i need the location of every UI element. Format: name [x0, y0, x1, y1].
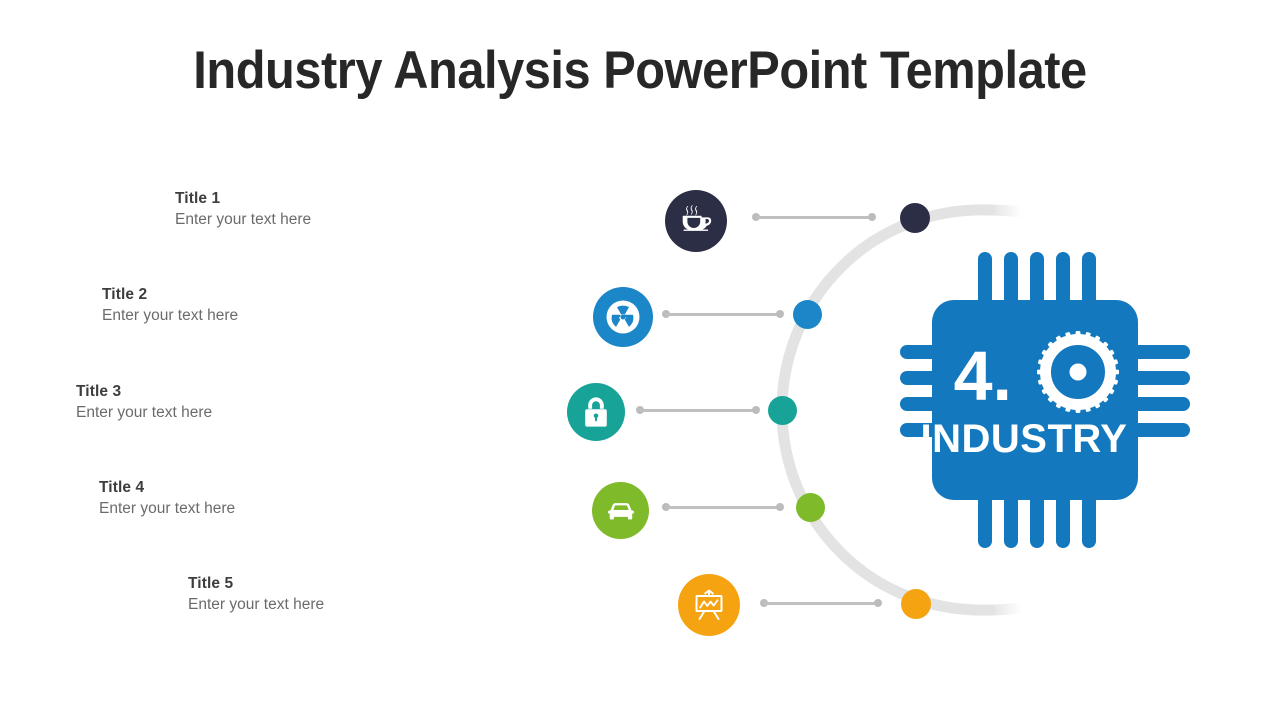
connector-line-5: [760, 598, 882, 608]
connector-line-1: [752, 212, 876, 222]
list-item-2: Title 2 Enter your text here: [102, 285, 238, 327]
list-item-4: Title 4 Enter your text here: [99, 478, 235, 520]
arc-dot-2[interactable]: [793, 300, 822, 329]
item-description: Enter your text here: [76, 404, 213, 421]
connector-stroke: [764, 602, 878, 605]
arc-dot-5[interactable]: [901, 589, 931, 619]
item-title: Title 1: [175, 190, 221, 207]
connector-cap-end: [874, 599, 882, 607]
list-item-1: Title 1 Enter your text here: [175, 189, 311, 231]
item-description: Enter your text here: [175, 211, 312, 228]
page-title: Industry Analysis PowerPoint Template: [193, 41, 1087, 100]
list-item-5: Title 5 Enter your text here: [188, 574, 324, 616]
item-description: Enter your text here: [99, 500, 236, 517]
connector-stroke: [640, 409, 756, 412]
chip-pins-bottom: [978, 490, 1096, 548]
connector-line-4: [662, 502, 784, 512]
connector-cap-end: [776, 503, 784, 511]
arc-dot-4[interactable]: [796, 493, 825, 522]
chip-body: [932, 300, 1138, 500]
icon-button-automotive[interactable]: [592, 482, 649, 539]
item-title: Title 5: [188, 575, 234, 592]
icon-button-presentation[interactable]: [678, 574, 740, 636]
connector-cap-end: [868, 213, 876, 221]
connector-cap-end: [776, 310, 784, 318]
item-description: Enter your text here: [188, 596, 325, 613]
chip-pins-right: [1128, 345, 1190, 437]
item-title: Title 2: [102, 286, 148, 303]
connector-line-3: [636, 405, 760, 415]
list-item-3: Title 3 Enter your text here: [76, 382, 212, 424]
connector-stroke: [666, 506, 780, 509]
industry-chip-graphic: 4.: [900, 252, 1190, 548]
coffee-cup-icon: [682, 205, 712, 231]
item-title: Title 3: [76, 383, 122, 400]
radiation-icon: [606, 300, 640, 334]
microchip-icon: 4.: [900, 252, 1190, 548]
connector-stroke: [756, 216, 872, 219]
gear-icon: [1037, 331, 1119, 413]
icon-button-radiation[interactable]: [593, 287, 653, 347]
arc-dot-3[interactable]: [768, 396, 797, 425]
padlock-icon: [585, 397, 607, 427]
connector-line-2: [662, 309, 784, 319]
item-title: Title 4: [99, 479, 145, 496]
connector-cap-end: [752, 406, 760, 414]
connector-stroke: [666, 313, 780, 316]
icon-button-coffee[interactable]: [665, 190, 727, 252]
item-description: Enter your text here: [102, 307, 239, 324]
icon-button-security[interactable]: [567, 383, 625, 441]
chip-word-label: INDUSTRY: [921, 417, 1128, 461]
presentation-board-icon: [695, 589, 723, 620]
arc-dot-1[interactable]: [900, 203, 930, 233]
chip-number-label: 4.: [954, 337, 1012, 415]
chip-pins-top: [978, 252, 1096, 310]
car-icon: [607, 502, 634, 519]
